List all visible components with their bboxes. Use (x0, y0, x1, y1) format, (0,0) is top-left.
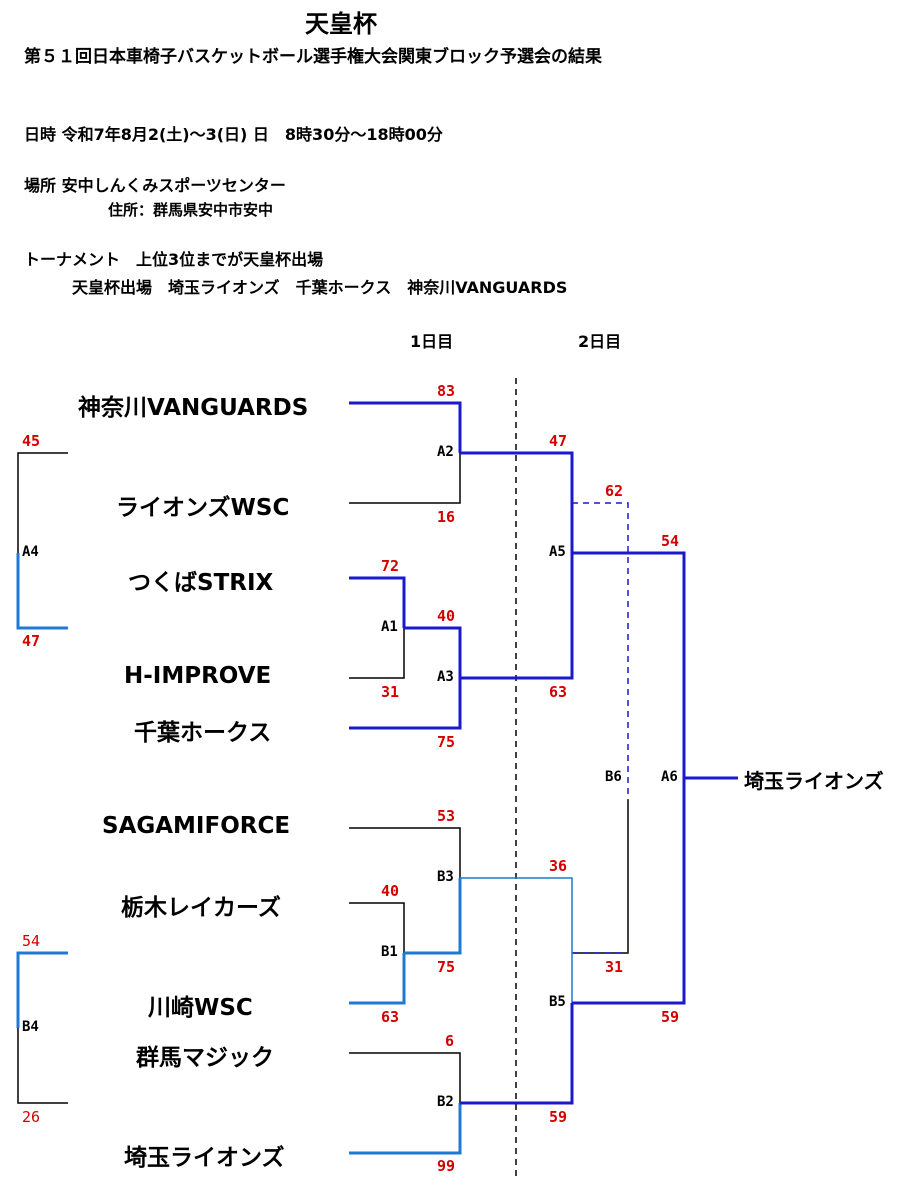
b1-winner-path (404, 878, 462, 955)
score-b1-top: 40 (381, 882, 400, 900)
a5-to-a6-path (572, 551, 686, 778)
score-a4-top: 45 (22, 432, 41, 450)
team-tsukuba: つくばSTRIX (128, 570, 274, 596)
place-line: 場所 安中しんくみスポーツセンター (24, 176, 286, 195)
score-a5-bottom: 63 (549, 683, 568, 701)
b2-saitama-path (349, 1103, 462, 1155)
game-code-a5: A5 (549, 544, 566, 560)
b4-bottom-path (17, 1028, 68, 1104)
game-code-b6: B6 (605, 769, 622, 785)
game-code-b5: B5 (549, 994, 566, 1010)
b1-tochigi-path (349, 902, 405, 953)
b6-top-path (572, 502, 629, 800)
winner-team: 埼玉ライオンズ (744, 769, 884, 793)
score-b3-top: 53 (437, 807, 456, 825)
a2-to-a5-path (460, 451, 574, 553)
b2-gunma-path (349, 1052, 461, 1103)
a2-kanagawa-path (349, 401, 462, 453)
score-b2-top: 6 (445, 1032, 455, 1050)
team-sagami: SAGAMIFORCE (102, 813, 291, 839)
score-b5-bottom: 59 (549, 1108, 568, 1126)
b4-top-path (16, 951, 68, 1028)
game-code-a2: A2 (437, 444, 454, 460)
b5-to-a6-path (572, 778, 686, 1005)
team-lions-wsc: ライオンズWSC (116, 495, 290, 521)
team-saitama: 埼玉ライオンズ (124, 1145, 285, 1171)
score-a3-top: 40 (437, 607, 456, 625)
tournament-line: トーナメント 上位3位までが天皇杯出場 (24, 250, 324, 269)
score-b6-bottom: 31 (605, 958, 624, 976)
day1-heading: 1日目 (410, 332, 454, 351)
team-chiba: 千葉ホークス (134, 720, 272, 746)
a4-top-path (17, 452, 68, 553)
score-a3-bottom: 75 (437, 733, 456, 751)
team-himprove: H-IMPROVE (124, 663, 272, 689)
day2-heading: 2日目 (578, 332, 622, 351)
score-b6-top: 62 (605, 482, 624, 500)
b6-bottom-path (572, 800, 629, 954)
game-code-b4: B4 (22, 1019, 39, 1035)
b1-kawasaki-path (349, 953, 406, 1005)
a3-a1winner-path (404, 626, 462, 678)
score-a6-bottom: 59 (661, 1008, 680, 1026)
a4-bottom-path (16, 553, 68, 630)
game-code-b1: B1 (381, 944, 398, 960)
team-gunma: 群馬マジック (136, 1045, 274, 1071)
score-b4-top: 54 (22, 932, 41, 950)
address-line: 住所：群馬県安中市安中 (108, 201, 274, 219)
score-a6-top: 54 (661, 532, 680, 550)
score-b4-bottom: 26 (22, 1108, 41, 1126)
game-code-b3: B3 (437, 869, 454, 885)
a2-lionswsc-path (349, 453, 461, 504)
game-code-a1: A1 (381, 619, 398, 635)
team-kawasaki: 川崎WSC (148, 995, 253, 1021)
score-b1-bottom: 63 (381, 1008, 400, 1026)
a3-chiba-path (349, 678, 462, 730)
game-code-a3: A3 (437, 669, 454, 685)
team-kanagawa: 神奈川VANGUARDS (78, 395, 309, 421)
date-line: 日時 令和7年8月2(土)～3(日) 日 8時30分～18時00分 (24, 125, 443, 144)
page-title: 天皇杯 (305, 10, 377, 38)
score-a5-top: 47 (549, 432, 568, 450)
page-subtitle: 第５１回日本車椅子バスケットボール選手権大会関東ブロック予選会の結果 (24, 47, 602, 67)
game-code-b2: B2 (437, 1094, 454, 1110)
b3-to-b5-path (460, 877, 573, 1003)
a1-himprove-path (349, 628, 405, 679)
team-tochigi: 栃木レイカーズ (121, 895, 281, 921)
b2-to-b5-path (460, 1003, 574, 1105)
score-b2-bottom: 99 (437, 1157, 456, 1175)
game-code-a4: A4 (22, 544, 39, 560)
score-a2-top: 83 (437, 382, 456, 400)
score-b3-bottom: 75 (437, 958, 456, 976)
score-a1-bottom: 31 (381, 683, 400, 701)
score-a4-bottom: 47 (22, 632, 41, 650)
qualified-line: 天皇杯出場 埼玉ライオンズ 千葉ホークス 神奈川VANGUARDS (72, 278, 568, 297)
score-a2-bottom: 16 (437, 508, 456, 526)
a1-tsukuba-path (349, 576, 406, 628)
game-code-a6: A6 (661, 769, 678, 785)
b3-sagami-path (349, 827, 461, 878)
score-a1-top: 72 (381, 557, 400, 575)
score-b5-top: 36 (549, 857, 568, 875)
a3-to-a5-path (460, 553, 574, 680)
